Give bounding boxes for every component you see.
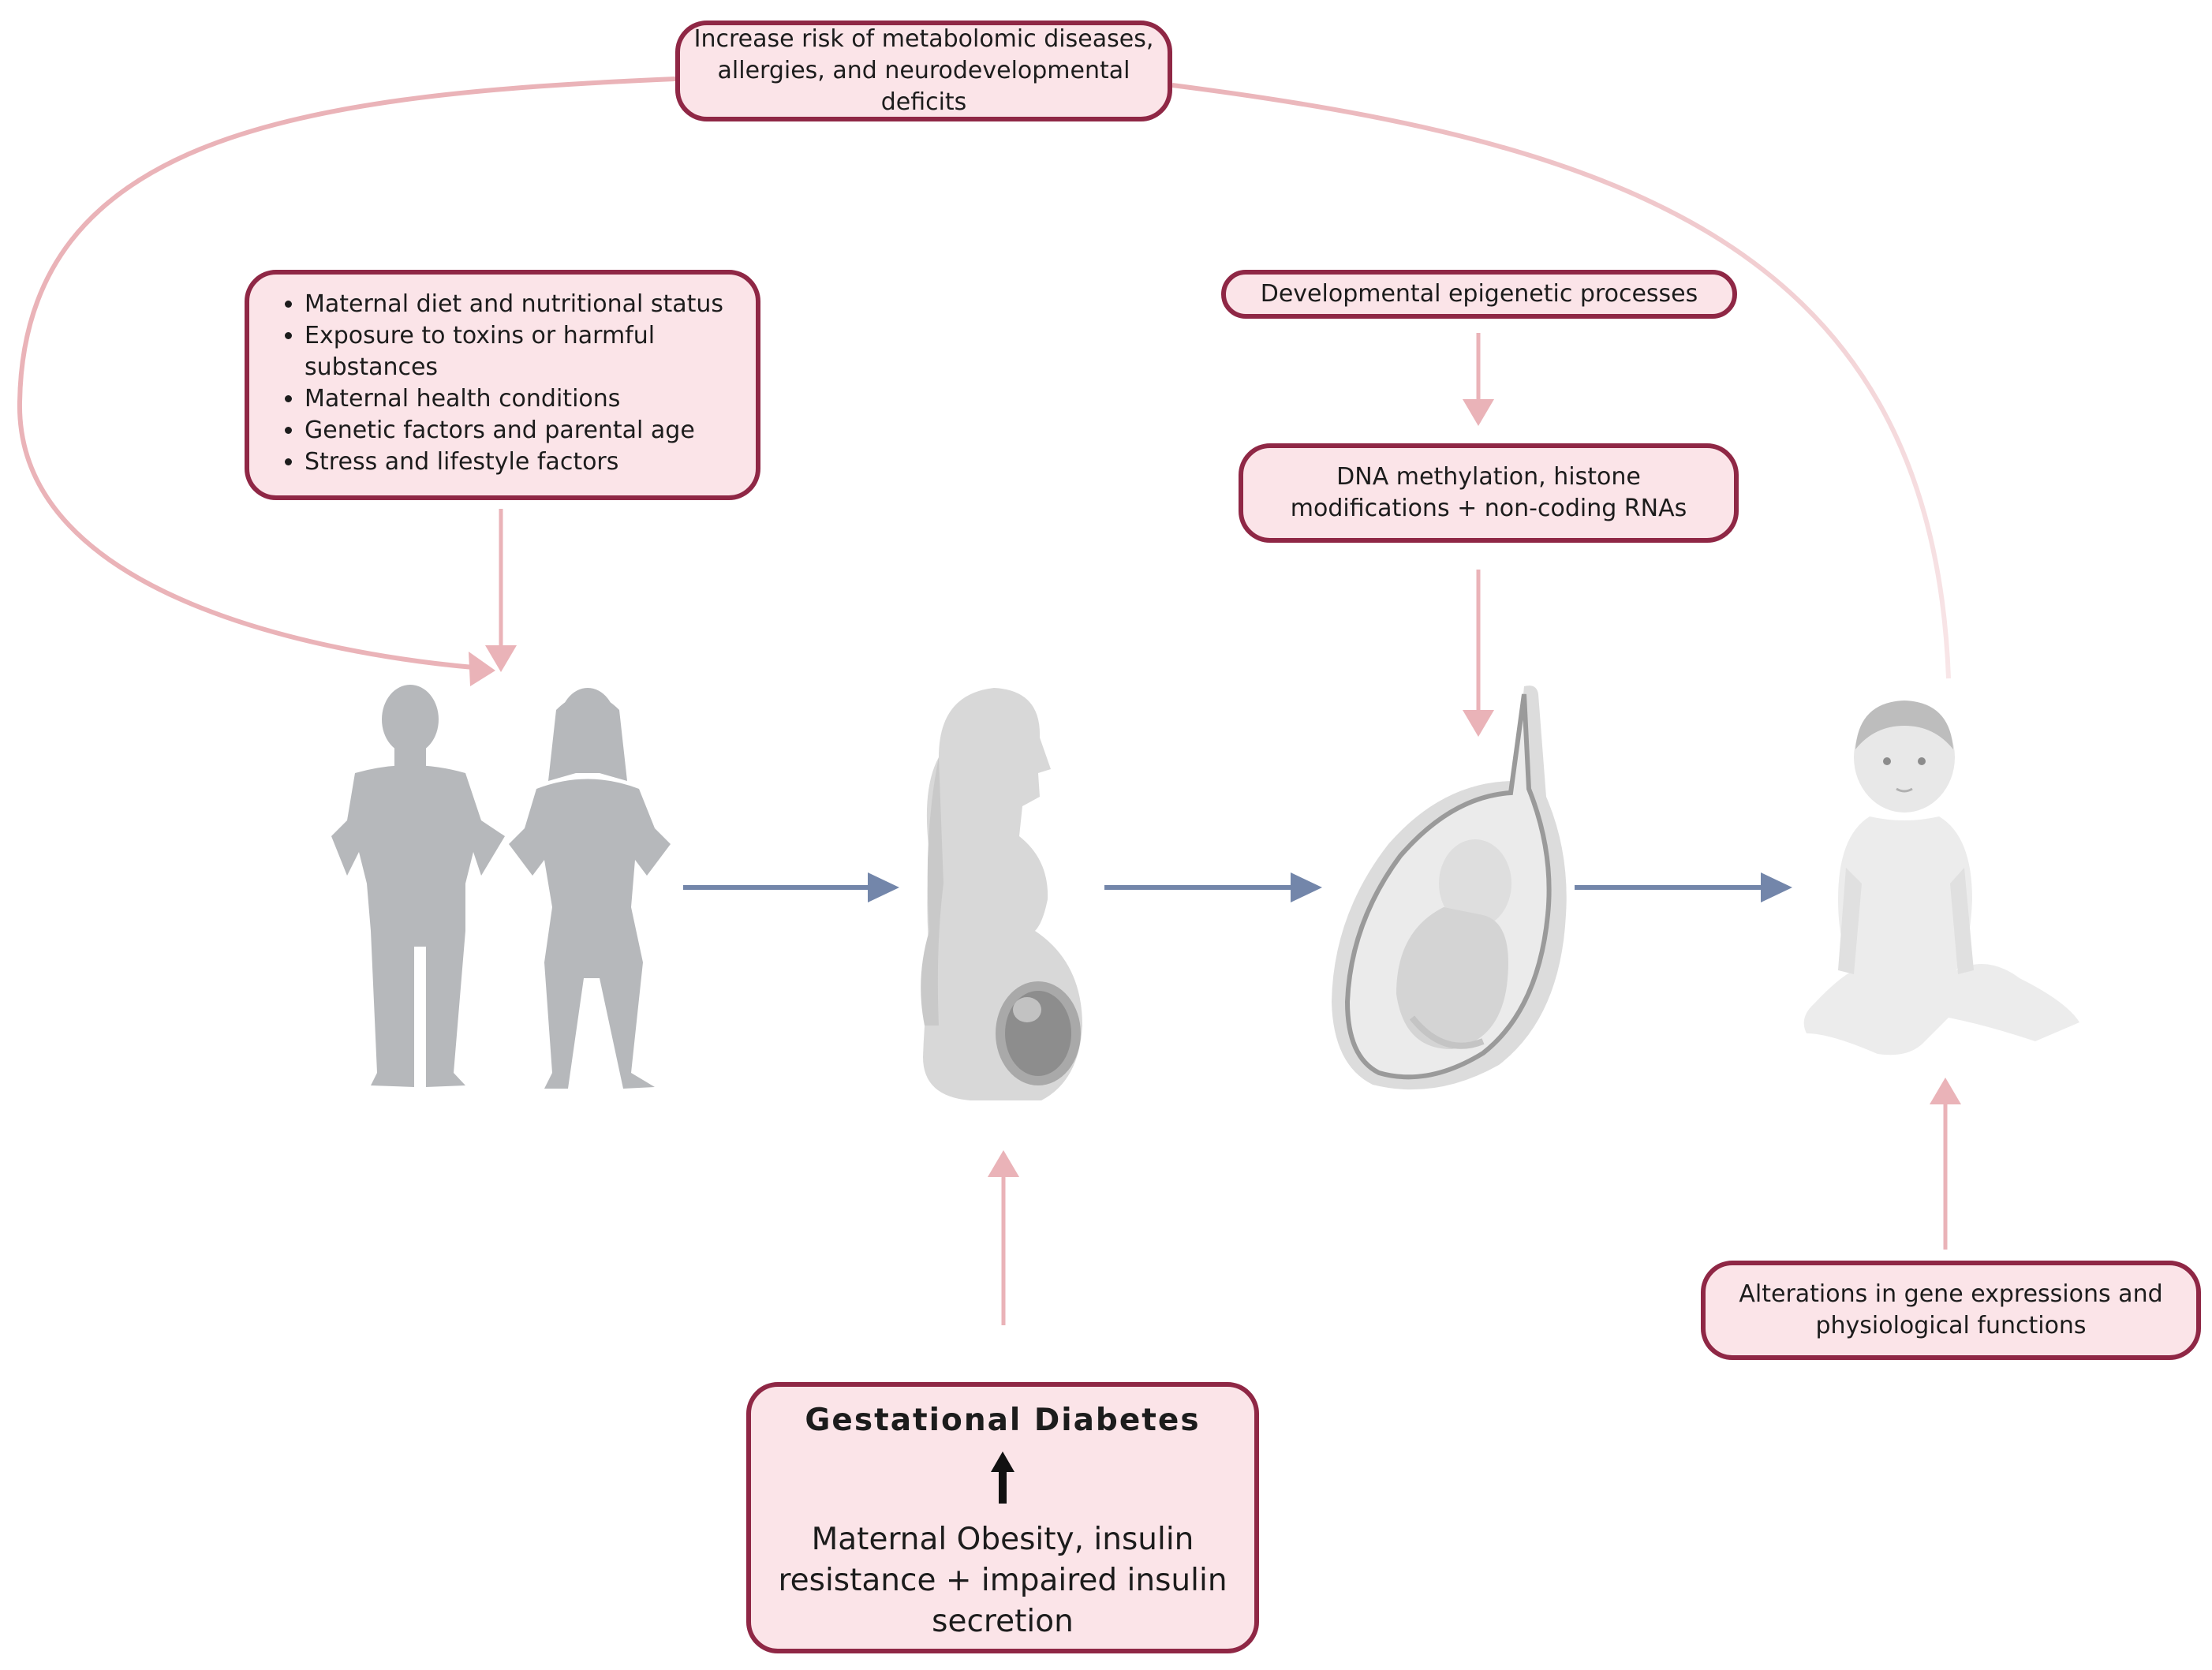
epigenetic-label: Developmental epigenetic processes	[1260, 280, 1698, 308]
progress-arrowhead-1	[868, 872, 899, 902]
factor-item: Maternal diet and nutritional status	[305, 289, 740, 320]
factors-box: Maternal diet and nutritional status Exp…	[245, 270, 760, 500]
up-arrow-icon	[991, 1451, 1014, 1504]
factor-item: Stress and lifestyle factors	[305, 446, 740, 478]
alterations-arrowhead	[1930, 1078, 1961, 1104]
risk-box: Increase risk of metabolomic diseases, a…	[675, 21, 1172, 121]
cause-line2: resistance + impaired insulin	[778, 1563, 1227, 1598]
risk-text-line1: Increase risk of metabolomic diseases,	[693, 25, 1154, 53]
feedback-arrowhead-left	[469, 652, 495, 686]
gestational-diabetes-box: Gestational Diabetes Maternal Obesity, i…	[746, 1382, 1259, 1653]
progress-arrowhead-2	[1291, 872, 1322, 902]
progress-arrowhead-3	[1761, 872, 1792, 902]
alterations-text-line2: physiological functions	[1815, 1312, 2087, 1339]
fetus-in-womb-icon	[1332, 686, 1567, 1090]
factor-item: Maternal health conditions	[305, 383, 740, 415]
pregnant-woman-icon	[921, 688, 1082, 1100]
feedback-arrow-right	[1171, 83, 1951, 679]
dna-text-line2: modifications + non-coding RNAs	[1290, 495, 1687, 522]
gestational-diabetes-title: Gestational Diabetes	[805, 1403, 1201, 1438]
alterations-text-line1: Alterations in gene expressions and	[1739, 1280, 2163, 1308]
alterations-box: Alterations in gene expressions and phys…	[1701, 1261, 2201, 1360]
factors-arrowhead	[485, 645, 517, 672]
baby-icon	[1803, 701, 2079, 1055]
gestational-diabetes-cause: Maternal Obesity, insulin resistance + i…	[778, 1519, 1227, 1642]
factor-item: Exposure to toxins or harmful substances	[305, 320, 740, 383]
feedback-arrow-left	[17, 77, 676, 670]
risk-text-line2: allergies, and neurodevelopmental defici…	[717, 57, 1130, 116]
cause-line1: Maternal Obesity, insulin	[811, 1522, 1194, 1557]
factors-list: Maternal diet and nutritional status Exp…	[273, 289, 740, 478]
cause-line3: secretion	[932, 1604, 1074, 1639]
dna-box: DNA methylation, histone modifications +…	[1239, 443, 1739, 543]
factor-item: Genetic factors and parental age	[305, 415, 740, 446]
epigenetic-arrowhead	[1463, 399, 1494, 426]
parents-silhouette-icon	[331, 685, 671, 1089]
dna-arrowhead	[1463, 710, 1494, 737]
gd-arrowhead	[988, 1150, 1019, 1177]
epigenetic-box: Developmental epigenetic processes	[1221, 270, 1737, 319]
dna-text-line1: DNA methylation, histone	[1336, 463, 1641, 491]
